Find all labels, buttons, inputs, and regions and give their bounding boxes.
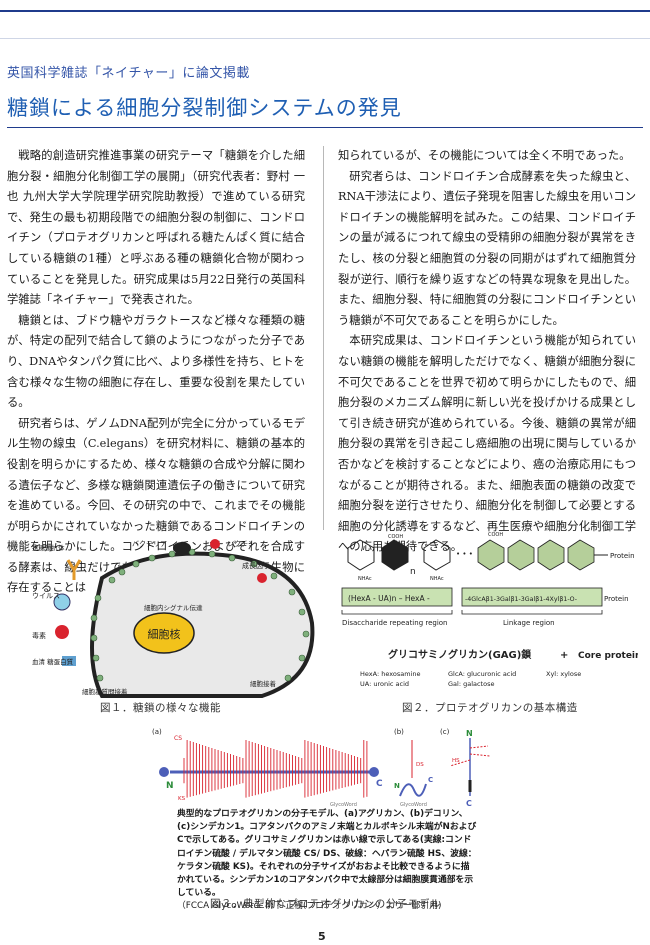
decorin-core xyxy=(399,783,427,797)
label-antibody: 抗糖鎖抗体 xyxy=(32,543,65,552)
label-core-protein: Core protein xyxy=(578,651,638,661)
label-n-b: N xyxy=(394,782,400,790)
paragraph: 戦略的創造研究推進事業の研究テーマ「糖鎖を介した細胞分裂・細胞分化制御工学の展開… xyxy=(7,149,305,307)
article-kicker: 英国科学雑誌「ネイチャー」に論文掲載 xyxy=(7,66,250,81)
label-n-a: N xyxy=(166,781,174,791)
nucleus-shape xyxy=(133,612,195,654)
aggrecan-g3-domain xyxy=(369,767,379,777)
label-nhac-1: NHAc xyxy=(358,576,372,582)
growth-factor-icon xyxy=(257,573,267,583)
legend-xyl: Xyl: xylose xyxy=(546,670,581,678)
figure-1-illustration: 細胞核 細胞内シグナル伝達 バクテリア レクチン 成長因子 抗糖鎖抗体 ウイルス… xyxy=(32,539,315,698)
figure-2-diagram: COOH NHAc n NHAc • • • COOH Protein (Hex… xyxy=(341,532,638,688)
paragraph: 糖鎖とは、ブドウ糖やガラクトースなど様々な種類の糖が、特定の配列で結合して鎖のよ… xyxy=(7,313,305,410)
label-nucleus: 細胞核 xyxy=(148,627,181,641)
figure-3-description: 典型的なプロテオグリカンの分子モデル、(a)アグリカン、(b)デコリン、(c)シ… xyxy=(177,808,477,914)
antibody-icon xyxy=(66,559,82,580)
label-hs: HS xyxy=(452,758,460,764)
paragraph: 研究者らは、コンドロイチン合成酵素を失った線虫と、RNA干渉法により、遺伝子発現… xyxy=(338,169,636,327)
body-column-right: 知られているが、その機能については全く不明であった。 研究者らは、コンドロイチン… xyxy=(338,146,636,558)
top-rule xyxy=(0,10,650,12)
body-column-left: 戦略的創造研究推進事業の研究テーマ「糖鎖を介した細胞分裂・細胞分化制御工学の展開… xyxy=(7,146,305,599)
label-protein-top: Protein xyxy=(610,552,635,560)
column-divider xyxy=(323,146,324,530)
label-ds: DS xyxy=(416,762,424,768)
label-nhac-2: NHAc xyxy=(430,576,444,582)
page-number: 5 xyxy=(318,930,326,943)
label-bacteria: バクテリア xyxy=(132,540,167,548)
cell-membrane xyxy=(90,551,315,698)
label-protein-mid: Protein xyxy=(604,595,629,603)
aggrecan-g1-domain xyxy=(159,767,169,777)
label-cell-adhesion: 細胞接着 xyxy=(250,679,277,688)
lectin-icon xyxy=(210,539,220,549)
label-plus: + xyxy=(560,650,568,661)
linkage-bracket xyxy=(461,610,603,615)
label-repeat-formula: (HexA - UA)n – HexA - xyxy=(348,594,430,603)
toxin-icon xyxy=(55,625,69,639)
sugar-ring-pair xyxy=(347,539,409,571)
linkage-region-box xyxy=(461,587,603,607)
figure-2-caption: 図２．プロテオグリカンの基本構造 xyxy=(402,702,578,714)
legend-glca: GlcA: glucuronic acid xyxy=(448,670,516,678)
label-cooh-2: COOH xyxy=(488,532,503,538)
label-c-b: C xyxy=(428,776,433,784)
label-linkage-formula: -4GlcAβ1-3Galβ1-3Galβ1-4Xylβ1-O- xyxy=(465,596,577,603)
logo-glycoword-1: GlycoWord xyxy=(330,802,357,808)
label-c: (c) xyxy=(440,728,450,736)
repeat-bracket xyxy=(341,610,453,615)
label-lectin: レクチン xyxy=(227,540,255,548)
repeat-region-box xyxy=(341,587,453,607)
figure-3-diagram: (a) CS N KS C GlycoWord (b) DS N C Glyco… xyxy=(152,728,491,808)
label-linkage: Linkage region xyxy=(503,619,555,627)
figure-1-caption: 図１．糖鎖の様々な機能 xyxy=(100,702,221,714)
paragraph: 本研究成果は、コンドロイチンという機能が知られていない糖鎖の機能を解明しただけで… xyxy=(338,334,636,554)
legend-ua: UA: uronic acid xyxy=(360,680,409,688)
article-title: 糖鎖による細胞分裂制御システムの発見 xyxy=(7,96,402,120)
label-n-c: N xyxy=(466,729,473,738)
linkage-rings xyxy=(477,539,595,571)
label-adhesion-matrix: 細胞基質間接着 xyxy=(82,687,128,696)
paragraph: 知られているが、その機能については全く不明であった。 xyxy=(338,149,631,162)
syndecan-hs-chain-1 xyxy=(469,745,489,749)
label-ellipsis: • • • xyxy=(456,550,473,558)
label-cooh-1: COOH xyxy=(388,534,403,540)
virus-icon xyxy=(53,593,71,611)
syndecan-hs-chain-2 xyxy=(469,753,491,757)
label-growth-factor: 成長因子 xyxy=(242,561,270,570)
sugar-ring-single xyxy=(423,539,451,571)
label-a: (a) xyxy=(152,728,162,736)
header-divider xyxy=(0,38,650,39)
figure-3-note: 典型的なプロテオグリカンの分子モデル、(a)アグリカン、(b)デコリン、(c)シ… xyxy=(177,809,477,899)
title-underline xyxy=(7,127,643,128)
figure-3-citation: （FCCA GlycoWord: 柳下 正樹(プロテオグリカン）より一部引用) xyxy=(177,901,442,912)
label-virus: ウイルス xyxy=(32,592,60,600)
figure-3-caption: 図３．典型的なプロテオグリカンの分子モデル xyxy=(210,898,441,910)
serum-protein-icon xyxy=(62,656,76,666)
label-b: (b) xyxy=(394,728,404,736)
glycan-beads xyxy=(90,548,310,682)
label-serum-protein: 血清 糖蛋白質 xyxy=(32,657,74,666)
label-cs: CS xyxy=(174,735,182,742)
gag-chains xyxy=(183,740,368,798)
legend-gal: Gal: galactose xyxy=(448,680,494,688)
legend-hexa: HexA: hexosamine xyxy=(360,670,420,678)
label-ks: KS xyxy=(178,796,186,802)
label-disaccharide: Disaccharide repeating region xyxy=(342,619,448,627)
logo-glycoword-2: GlycoWord xyxy=(400,802,427,808)
label-toxin: 毒素 xyxy=(32,631,46,640)
label-c-a: C xyxy=(376,779,383,789)
bacteria-icon xyxy=(173,542,191,554)
label-c-c: C xyxy=(466,799,472,808)
label-signal: 細胞内シグナル伝達 xyxy=(144,603,203,612)
label-n: n xyxy=(410,567,416,577)
label-gag-chain: グリコサミノグリカン(GAG)鎖 xyxy=(388,648,532,661)
